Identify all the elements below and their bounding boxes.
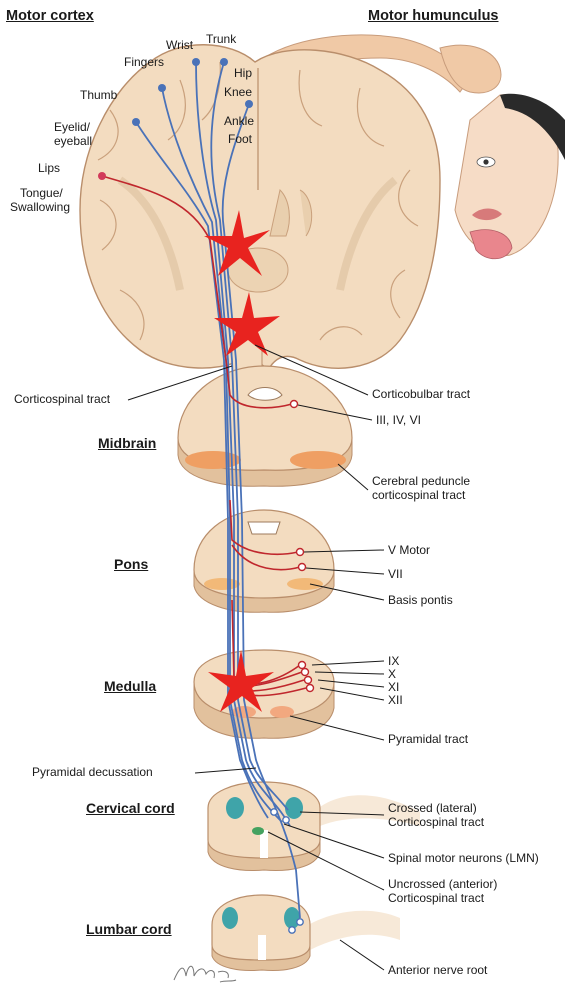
section-pons: Pons (114, 556, 148, 572)
label-cn-x: X (388, 667, 396, 681)
label-thumb: Thumb (80, 88, 117, 102)
label-basis-pontis: Basis pontis (388, 593, 453, 607)
label-trunk: Trunk (206, 32, 236, 46)
label-foot: Foot (228, 132, 252, 146)
label-corticobulbar-tract: Corticobulbar tract (372, 387, 470, 401)
label-hip: Hip (234, 66, 252, 80)
label-fingers: Fingers (124, 55, 164, 69)
label-v-motor: V Motor (388, 543, 430, 557)
label-uncrossed-tract: Corticospinal tract (388, 891, 484, 905)
section-medulla: Medulla (104, 678, 156, 694)
midbrain-section (178, 366, 352, 486)
label-corticospinal-tract: Corticospinal tract (14, 392, 110, 406)
label-lips: Lips (38, 161, 60, 175)
label-vii: VII (388, 567, 403, 581)
label-cn-xi: XI (388, 680, 399, 694)
label-cn-iii-iv-vi: III, IV, VI (376, 413, 421, 427)
label-eyelid: Eyelid/ (54, 120, 90, 134)
section-midbrain: Midbrain (98, 435, 156, 451)
label-pyramidal-decussation: Pyramidal decussation (32, 765, 153, 779)
label-anterior-nerve-root: Anterior nerve root (388, 963, 487, 977)
label-ankle: Ankle (224, 114, 254, 128)
label-crossed-lateral: Crossed (lateral) (388, 801, 477, 815)
pons-section (194, 510, 334, 612)
label-knee: Knee (224, 85, 252, 99)
label-crossed-tract: Corticospinal tract (388, 815, 484, 829)
label-uncrossed-anterior: Uncrossed (anterior) (388, 877, 497, 891)
motor-cortex-heading: Motor cortex (6, 8, 94, 24)
motor-homunculus-heading: Motor humunculus (368, 8, 499, 24)
artist-signature (170, 958, 240, 986)
medulla-section (194, 650, 334, 738)
label-cn-ix: IX (388, 654, 399, 668)
label-wrist: Wrist (166, 38, 193, 52)
label-cn-xii: XII (388, 693, 403, 707)
label-peduncle-tract: corticospinal tract (372, 488, 465, 502)
lumbar-cord-section (212, 895, 400, 970)
label-pyramidal-tract: Pyramidal tract (388, 732, 468, 746)
label-swallowing: Swallowing (10, 200, 70, 214)
section-lumbar-cord: Lumbar cord (86, 921, 172, 937)
label-cerebral-peduncle: Cerebral peduncle (372, 474, 470, 488)
label-spinal-motor-neurons: Spinal motor neurons (LMN) (388, 851, 539, 865)
label-eyeball: eyeball (54, 134, 92, 148)
section-cervical-cord: Cervical cord (86, 800, 175, 816)
label-tongue: Tongue/ (20, 186, 63, 200)
